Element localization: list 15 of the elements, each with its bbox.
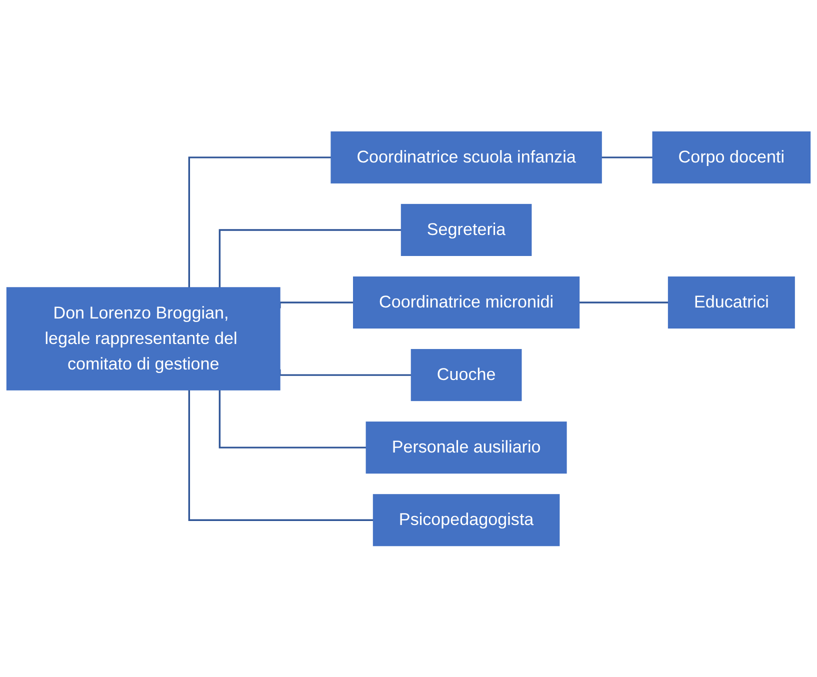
connector (188, 156, 332, 288)
node-box: Don Lorenzo Broggian, legale rappresentante del comitato di gestione (6, 286, 280, 390)
node-box: Coordinatrice micronidi (353, 276, 580, 328)
node-box: Personale ausiliario (366, 421, 567, 474)
node-box: Educatrici (668, 276, 795, 328)
connector (218, 228, 402, 288)
node-box: Psicopedagogista (372, 494, 560, 546)
connector (218, 390, 366, 448)
connector (188, 390, 374, 521)
node-box: Segreteria (400, 204, 532, 256)
node-box: Cuoche (410, 348, 522, 401)
node-box: Corpo docenti (652, 131, 811, 184)
connector (578, 301, 668, 304)
connector (600, 156, 653, 158)
node-box: Coordinatrice scuola infanzia (330, 131, 602, 184)
